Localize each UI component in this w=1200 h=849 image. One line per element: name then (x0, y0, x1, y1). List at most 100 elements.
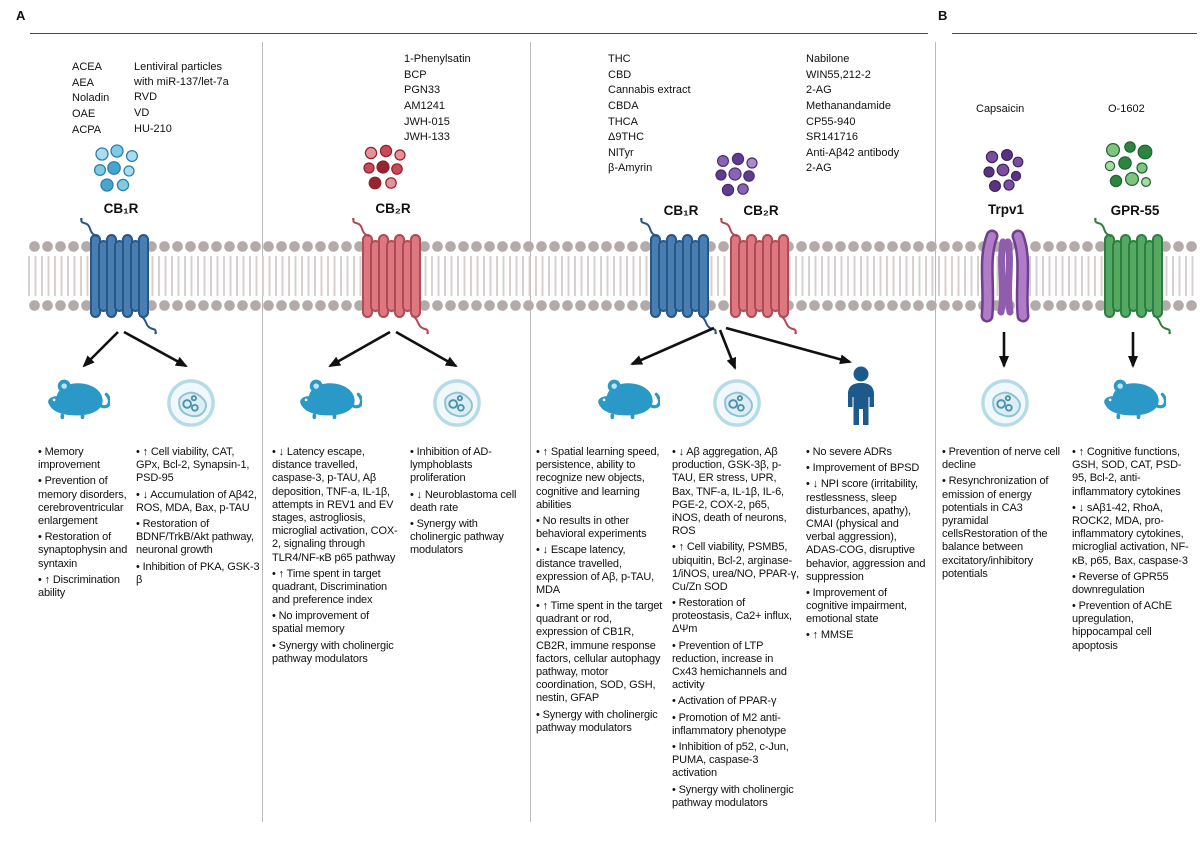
effect-item: Prevention of nerve cell decline (942, 446, 1060, 472)
trpv1-channel-shape (980, 229, 1030, 323)
panel-divider (935, 42, 936, 822)
effects-cb1cb2-mouse: ↑ Spatial learning speed, persistence, a… (536, 446, 666, 738)
effects-cb1r-mouse: Memory improvementPrevention of memory d… (38, 446, 136, 603)
ligand-item: Cannabis extract (608, 84, 691, 97)
ligand-item: OAE (72, 107, 96, 120)
effect-item: ↑ Cell viability, CAT, GPx, Bcl-2, Synap… (136, 446, 260, 486)
ligand-item: AEA (72, 76, 95, 89)
receptor-label-cb1r-combined: CB₁R (663, 203, 699, 218)
n-terminus-squiggle (352, 217, 370, 237)
column-divider-1 (262, 42, 263, 822)
ligand-item: ACEA (72, 61, 102, 73)
cell-icon (712, 378, 762, 428)
n-terminus-squiggle (720, 217, 738, 237)
ligand-item: NlTyr (608, 146, 634, 159)
effect-item: Restoration of proteostasis, Ca2+ influx… (672, 597, 800, 637)
receptor-label-cb1r: CB₁R (103, 201, 139, 216)
ligand-list-trpv1: Capsaicin (976, 102, 1024, 118)
effect-item: Promotion of M2 anti-inflammatory phenot… (672, 712, 800, 738)
ligand-item: ACPA (72, 123, 102, 136)
ligand-item: Methanandamide (806, 99, 892, 112)
ligand-list-cb1r-right: Lentiviral particles with miR-137/let-7a… (134, 60, 236, 137)
ligand-item: THC (608, 53, 631, 65)
ligand-item: VD (134, 106, 150, 119)
mouse-icon (296, 376, 362, 420)
c-terminus-squiggle (699, 315, 717, 335)
cb2r-receptor-graphic (352, 217, 429, 335)
gpr55-receptor-graphic (1094, 217, 1171, 335)
mouse-icon (1100, 376, 1166, 420)
ligand-item: Noladin (72, 92, 110, 105)
effect-item: Resynchronization of emission of energy … (942, 475, 1060, 581)
effect-item: Synergy with cholinergic pathway modulat… (672, 784, 800, 810)
effect-item: No results in other behavioral experimen… (536, 515, 666, 541)
ligand-particles-trpv1 (983, 148, 1024, 192)
effect-item: ↑ Spatial learning speed, persistence, a… (536, 446, 666, 512)
effect-item: No severe ADRs (806, 446, 930, 459)
effect-item: Activation of PPAR-γ (672, 695, 800, 708)
cell-icon (980, 378, 1030, 428)
ligand-item: CP55-940 (806, 115, 856, 128)
effects-trpv1-cell: Prevention of nerve cell declineResynchr… (942, 446, 1060, 584)
ligand-item: O-1602 (1108, 103, 1145, 115)
c-terminus-squiggle (411, 315, 429, 335)
effect-item: Synergy with cholinergic pathway modulat… (410, 518, 524, 558)
ligand-item: 2-AG (806, 162, 832, 175)
effect-item: Improvement of BPSD (806, 462, 930, 475)
effects-cb2r-cell: Inhibition of AD-lymphoblasts proliferat… (410, 446, 524, 561)
effect-item: Synergy with cholinergic pathway modulat… (272, 640, 402, 666)
ligand-particles-cb2r (363, 144, 406, 190)
ligand-item: JWH-015 (404, 115, 450, 128)
ligand-item: CBD (608, 68, 632, 81)
cell-icon (432, 378, 482, 428)
ligand-item: AM1241 (404, 99, 445, 112)
effect-item: Inhibition of PKA, GSK-3 β (136, 561, 260, 587)
receptor-label-trpv1: Trpv1 (987, 202, 1025, 217)
effect-item: ↓ NPI score (irritability, restlessness,… (806, 478, 930, 584)
effects-cb1cb2-human: No severe ADRsImprovement of BPSD ↓ NPI s… (806, 446, 930, 646)
cb1r-receptor-graphic (80, 217, 157, 335)
effect-item: Prevention of memory disorders, cerebrov… (38, 475, 136, 528)
effect-item: Inhibition of AD-lymphoblasts proliferat… (410, 446, 524, 486)
c-terminus-squiggle (779, 315, 797, 335)
mouse-icon (44, 376, 110, 420)
ligand-item: Lentiviral particles with miR-137/let-7a (134, 61, 229, 88)
ligand-item: THCA (608, 115, 638, 128)
ligand-particles-cb1cb2 (715, 152, 758, 197)
effect-item: ↓ Accumulation of Aβ42, ROS, MDA, Bax, p… (136, 489, 260, 515)
c-terminus-squiggle (1153, 315, 1171, 335)
ligand-item: BCP (404, 68, 427, 81)
panel-b-label: B (938, 8, 948, 23)
n-terminus-squiggle (640, 217, 658, 237)
cell-icon (166, 378, 216, 428)
ligand-item: RVD (134, 91, 158, 104)
trpv1-receptor-graphic (978, 226, 1032, 331)
effect-item: ↑ Discrimination ability (38, 574, 136, 600)
effects-gpr55-mouse: ↑ Cognitive functions, GSH, SOD, CAT, PS… (1072, 446, 1192, 656)
effect-item: Prevention of LTP reduction, increase in… (672, 640, 800, 693)
effect-item: Reverse of GPR55 downregulation (1072, 571, 1192, 597)
ligand-item: HU-210 (134, 122, 172, 135)
ligand-item: Nabilone (806, 53, 850, 65)
effect-item: ↓ Aβ aggregation, Aβ production, GSK-3β,… (672, 446, 800, 538)
ligand-particles-cb1r (93, 144, 139, 192)
ligand-list-gpr55: O-1602 (1108, 102, 1145, 118)
ligand-item: β-Amyrin (608, 162, 653, 175)
c-terminus-squiggle (139, 315, 157, 335)
effect-item: ↑ Time spent in target quadrant, Discrim… (272, 568, 402, 608)
effect-item: Restoration of synaptophysin and syntaxi… (38, 531, 136, 571)
effect-item: ↑ Time spent in the target quadrant or r… (536, 600, 666, 706)
top-rule-panel-a (30, 33, 928, 34)
receptor-label-gpr55: GPR-55 (1110, 203, 1160, 218)
effects-cb1cb2-cell: ↓ Aβ aggregation, Aβ production, GSK-3β,… (672, 446, 800, 813)
effect-item: ↓ Escape latency, distance travelled, ex… (536, 544, 666, 597)
effect-item: Prevention of AChE upregulation, hippoca… (1072, 600, 1192, 653)
receptor-label-cb2r: CB₂R (375, 201, 411, 216)
column-divider-2 (530, 42, 531, 822)
effect-item: ↓ Latency escape, distance travelled, ca… (272, 446, 402, 565)
receptor-label-cb2r-combined: CB₂R (743, 203, 779, 218)
